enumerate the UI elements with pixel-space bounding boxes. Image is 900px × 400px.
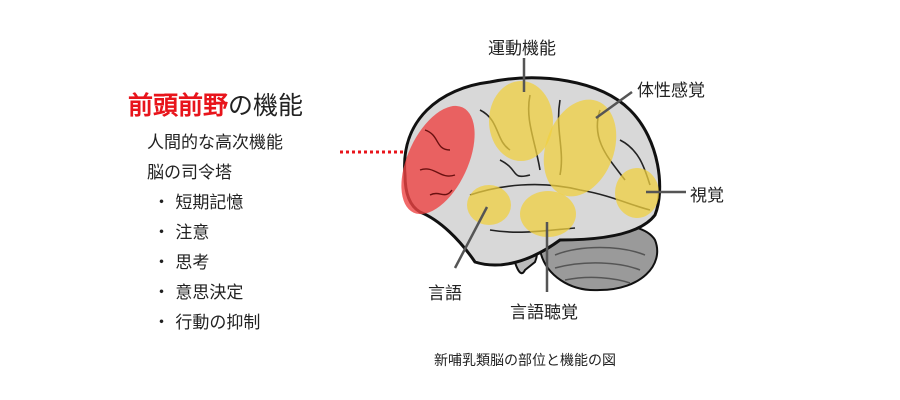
prefrontal-cortex-highlight [401,105,475,215]
heading: 前頭前野の機能 [128,86,303,122]
auditory-language-area [520,191,576,237]
function-item: ・ 意思決定 [153,283,244,303]
heading-rest: の機能 [228,91,304,120]
somatosensory-area [543,99,617,197]
function-item: 人間的な高次機能 [147,133,283,153]
heading-highlight: 前頭前野 [128,91,229,120]
label-somatosensory: 体性感覚 [637,81,705,101]
caption: 新哺乳類脳の部位と機能の図 [434,353,616,369]
function-item: ・ 短期記憶 [153,193,244,213]
label-auditory-language: 言語聴覚 [510,303,578,323]
function-item: ・ 思考 [153,253,210,273]
language-area [467,185,511,225]
somatosensory-leader-line [595,90,633,120]
label-visual: 視覚 [690,186,724,206]
label-language: 言語 [428,284,462,304]
function-item: ・ 行動の抑制 [153,313,261,333]
label-motor: 運動機能 [488,39,556,59]
function-item: 脳の司令塔 [147,163,232,183]
motor-area [489,81,553,161]
language-leader-line [453,206,489,269]
visual-area [615,168,659,218]
function-item: ・ 注意 [153,223,210,243]
